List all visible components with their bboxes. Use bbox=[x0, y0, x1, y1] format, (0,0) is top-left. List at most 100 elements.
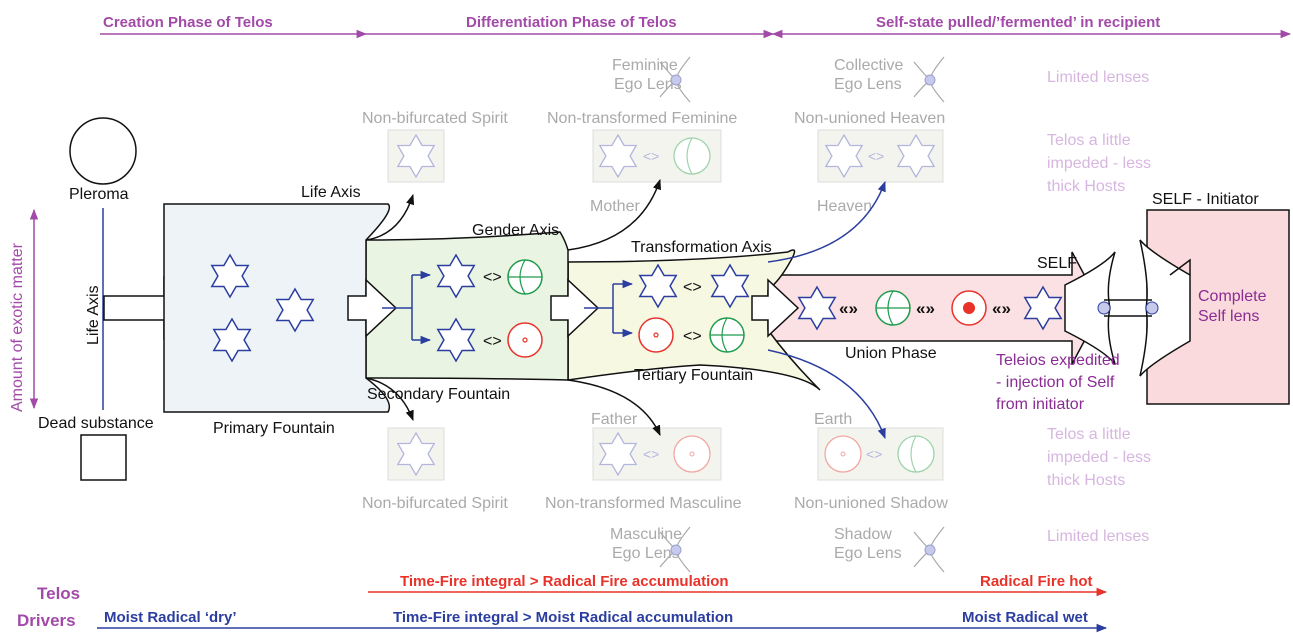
green-circle-icon bbox=[673, 137, 711, 175]
compare-symbol: <> bbox=[483, 269, 502, 286]
compare-symbol: <> bbox=[483, 333, 502, 350]
masculine-box-title: Non-transformed Masculine bbox=[545, 495, 742, 512]
red-circle-icon bbox=[673, 435, 711, 473]
moist-wet-label: Moist Radical wet bbox=[962, 609, 1088, 626]
compare-symbol: <> bbox=[643, 148, 659, 164]
union-link-symbol: «» bbox=[916, 299, 935, 318]
self-state-phase-label: Self-state pulled/’fermented’ in recipie… bbox=[876, 14, 1160, 31]
green-circle-icon bbox=[875, 290, 911, 326]
feminine-lens-label-2: Ego Lens bbox=[614, 76, 682, 93]
moist-dry-label: Moist Radical ‘dry’ bbox=[104, 609, 237, 626]
heaven-box-title: Non-unioned Heaven bbox=[794, 110, 945, 127]
self-initiator: SELF - Initiator Complete Self lens bbox=[1104, 191, 1290, 405]
lower-ghost-boxes: Non-bifurcated Spirit Father <> Non-tran… bbox=[362, 411, 948, 573]
heaven-label: Heaven bbox=[817, 198, 872, 215]
pleroma-label: Pleroma bbox=[69, 186, 129, 203]
dead-substance-square bbox=[80, 434, 127, 481]
union-stage bbox=[767, 251, 1116, 365]
union-link-symbol: «» bbox=[992, 299, 1011, 318]
upper-spirit-title: Non-bifurcated Spirit bbox=[362, 110, 508, 127]
dead-substance-label: Dead substance bbox=[38, 415, 154, 432]
feminine-lens-label-1: Feminine bbox=[612, 57, 678, 74]
lower-spirit-title: Non-bifurcated Spirit bbox=[362, 495, 508, 512]
self-label: SELF bbox=[1037, 255, 1077, 272]
impeded-bottom-line-1: Telos a little bbox=[1047, 426, 1131, 443]
secondary-body bbox=[365, 231, 569, 381]
left-section: Pleroma Life Axis Dead substance Amount … bbox=[9, 117, 198, 481]
red-circle-icon bbox=[507, 322, 543, 358]
flow-symbols: <> <> <> <> «» bbox=[211, 254, 1062, 362]
self-initiator-label: SELF - Initiator bbox=[1152, 191, 1259, 208]
tertiary-to-union-arrow bbox=[751, 278, 800, 338]
creation-phase-label: Creation Phase of Telos bbox=[103, 14, 273, 31]
life-axis-label: Life Axis bbox=[301, 184, 361, 201]
transformation-axis-label: Transformation Axis bbox=[631, 239, 772, 256]
split-connector-1 bbox=[382, 270, 432, 345]
compare-symbol: <> bbox=[643, 446, 659, 462]
teleios-line-1: Teleios expedited bbox=[996, 352, 1120, 369]
eye-lens-icon bbox=[659, 526, 691, 573]
secondary-to-tertiary-arrow bbox=[550, 278, 600, 338]
secondary-stage bbox=[365, 231, 569, 381]
shadow-lens-label-1: Shadow bbox=[834, 526, 892, 543]
eye-lens-icon bbox=[1097, 301, 1111, 315]
complete-self-lens-line-1: Complete bbox=[1198, 288, 1267, 305]
collective-lens-label-1: Collective bbox=[834, 57, 903, 74]
pleroma-circle bbox=[69, 117, 137, 185]
limited-lenses-bottom: Limited lenses bbox=[1047, 528, 1149, 545]
drivers: Telos Drivers Time-Fire integral > Radic… bbox=[17, 573, 1108, 633]
telos-label: Telos bbox=[37, 584, 80, 603]
union-phase-label: Union Phase bbox=[845, 345, 937, 362]
eye-lens-icon bbox=[1145, 301, 1159, 315]
primary-fountain-label: Primary Fountain bbox=[213, 420, 335, 437]
transformation-upper-branch bbox=[767, 181, 886, 263]
secondary-fountain-label: Secondary Fountain bbox=[367, 386, 510, 403]
shadow-box-title: Non-unioned Shadow bbox=[794, 495, 948, 512]
feminine-box-title: Non-transformed Feminine bbox=[547, 110, 737, 127]
right-notes: Limited lenses Telos a little impeded - … bbox=[996, 69, 1151, 545]
compare-symbol: <> bbox=[683, 279, 702, 296]
eye-lens-icon bbox=[659, 56, 691, 103]
left-life-axis-label: Life Axis bbox=[85, 285, 102, 345]
drivers-label: Drivers bbox=[17, 611, 76, 630]
impeded-top-line-2: impeded - less bbox=[1047, 155, 1151, 172]
green-circle-icon bbox=[507, 259, 543, 295]
earth-label: Earth bbox=[814, 411, 852, 428]
compare-symbol: <> bbox=[683, 328, 702, 345]
tertiary-lower-branch bbox=[767, 349, 886, 439]
red-circle-icon bbox=[638, 317, 674, 353]
branch-curves bbox=[365, 179, 886, 439]
eye-lens-icon bbox=[913, 526, 945, 573]
compare-symbol: <> bbox=[868, 148, 884, 164]
self-lens-link bbox=[1104, 299, 1152, 317]
mother-label: Mother bbox=[590, 198, 640, 215]
axis-labels: Life Axis Primary Fountain Gender Axis S… bbox=[213, 184, 1077, 437]
impeded-bottom-line-3: thick Hosts bbox=[1047, 472, 1125, 489]
moist-integral-label: Time-Fire integral > Moist Radical accum… bbox=[393, 609, 733, 626]
gender-upper-branch bbox=[567, 179, 661, 251]
masculine-lens-label-1: Masculine bbox=[610, 526, 682, 543]
primary-lower-branch bbox=[365, 377, 414, 421]
phase-header: Creation Phase of Telos Differentiation … bbox=[100, 14, 1292, 39]
primary-to-secondary-arrow bbox=[347, 278, 398, 338]
compare-symbol: <> bbox=[866, 446, 882, 462]
union-link-symbol: «» bbox=[839, 299, 858, 318]
green-circle-icon bbox=[897, 435, 935, 473]
shadow-lens-label-2: Ego Lens bbox=[834, 545, 902, 562]
red-circle-icon bbox=[824, 435, 862, 473]
upper-ghost-boxes: Non-bifurcated Spirit Feminine Ego Lens … bbox=[362, 56, 945, 215]
green-circle-icon bbox=[709, 317, 745, 353]
impeded-top-line-1: Telos a little bbox=[1047, 132, 1131, 149]
teleios-line-2: - injection of Self bbox=[996, 374, 1115, 391]
differentiation-phase-label: Differentiation Phase of Telos bbox=[466, 14, 677, 31]
gender-axis-label: Gender Axis bbox=[472, 222, 559, 239]
connector-arrows bbox=[347, 278, 800, 338]
life-axis-upper-branch bbox=[365, 194, 415, 241]
father-label: Father bbox=[591, 411, 638, 428]
radical-fire-hot-label: Radical Fire hot bbox=[980, 573, 1093, 590]
impeded-top-line-3: thick Hosts bbox=[1047, 178, 1125, 195]
secondary-lower-branch bbox=[567, 379, 661, 436]
split-connector-2 bbox=[584, 279, 634, 338]
tertiary-fountain-label: Tertiary Fountain bbox=[634, 367, 753, 384]
